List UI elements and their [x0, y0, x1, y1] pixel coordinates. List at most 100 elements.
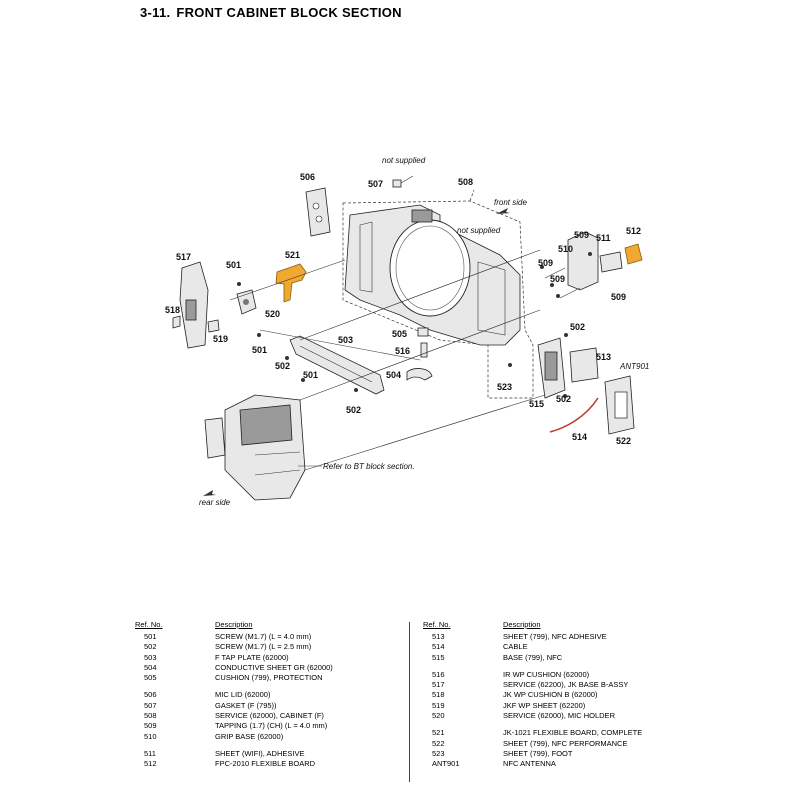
callout-523: 523 — [497, 382, 512, 392]
gasket-part — [392, 175, 414, 188]
callout-519: 519 — [213, 334, 228, 344]
desc-header-left: Description — [215, 620, 253, 629]
callout-515: 515 — [529, 399, 544, 409]
fpc-2010-board — [624, 243, 643, 265]
nfc-cable — [549, 397, 599, 433]
parts-description: NFC ANTENNA — [503, 759, 556, 769]
callout-513: 513 — [596, 352, 611, 362]
ref-header-right: Ref. No. — [423, 620, 451, 629]
callout-505: 505 — [392, 329, 407, 339]
parts-table-left: Ref. No. Description 501 SCREW (M1.7) (L … — [135, 620, 333, 770]
parts-row: 501 SCREW (M1.7) (L = 4.0 mm) — [135, 632, 333, 642]
parts-ref-no: 516 — [432, 669, 445, 679]
jk-wp-cushion — [172, 315, 181, 329]
callout-512: 512 — [626, 226, 641, 236]
note-rear-side: rear side — [199, 498, 231, 507]
parts-description: BASE (799), NFC — [503, 652, 563, 662]
parts-ref-no: 512 — [144, 759, 157, 769]
jkf-wp-sheet — [207, 319, 220, 333]
ref-header-left: Ref. No. — [135, 620, 163, 629]
parts-description: IR WP CUSHION (62000) — [503, 669, 590, 679]
parts-table-right: Ref. No. Description 513 SHEET (799), NFC… — [423, 620, 642, 770]
table-divider — [409, 622, 410, 782]
callout-506: 506 — [300, 172, 315, 182]
parts-ref-no: 514 — [432, 642, 445, 652]
parts-ref-no: 517 — [432, 680, 445, 690]
parts-row: 506 MIC LID (62000) — [135, 690, 333, 700]
front-side-arrow-icon — [496, 208, 510, 214]
callout-501a: 501 — [226, 260, 241, 270]
section-title: 3-11. FRONT CABINET BLOCK SECTION — [140, 5, 402, 20]
cushion-protection — [417, 327, 429, 337]
parts-ref-no: 509 — [144, 721, 157, 731]
rear-side-arrow-icon — [203, 490, 216, 496]
note-not-supplied-mid: not supplied — [457, 226, 501, 235]
parts-ref-no: 518 — [432, 690, 445, 700]
parts-description: SCREW (M1.7) (L = 4.0 mm) — [215, 632, 312, 641]
parts-ref-no: 503 — [144, 652, 157, 662]
parts-description: GASKET (F (795)) — [215, 700, 277, 710]
callout-516: 516 — [395, 346, 410, 356]
conductive-sheet — [406, 368, 433, 381]
parts-ref-no: 519 — [432, 700, 445, 710]
parts-ref-no: 515 — [432, 652, 445, 662]
flexible-board-jk1021 — [275, 263, 307, 303]
callout-502c: 502 — [570, 322, 585, 332]
parts-description: SERVICE (62000), MIC HOLDER — [503, 711, 615, 721]
parts-description: F TAP PLATE (62000) — [215, 652, 289, 662]
callout-503: 503 — [338, 335, 353, 345]
callout-522: 522 — [616, 436, 631, 446]
parts-description: CUSHION (799), PROTECTION — [215, 673, 323, 683]
mic-holder-part — [236, 289, 257, 315]
screws — [237, 252, 592, 398]
parts-row: 515 BASE (799), NFC — [423, 653, 642, 663]
parts-ref-no: 522 — [432, 738, 445, 748]
callout-502d: 502 — [556, 394, 571, 404]
parts-ref-no: 513 — [432, 632, 445, 641]
parts-row: 509 TAPPING (1.7) (CH) (L = 4.0 mm) — [135, 721, 333, 731]
parts-row: 513 SHEET (799), NFC ADHESIVE — [423, 632, 642, 642]
parts-description: GRIP BASE (62000) — [215, 731, 284, 741]
parts-row: 519 JKF WP SHEET (62200) — [423, 701, 642, 711]
callout-514: 514 — [572, 432, 587, 442]
note-front-side: front side — [494, 198, 527, 207]
parts-description: SERVICE (62200), JK BASE B-ASSY — [503, 680, 629, 690]
mic-lid-part — [305, 187, 331, 237]
parts-row: 510 GRIP BASE (62000) — [135, 732, 333, 742]
parts-ref-no: 504 — [144, 662, 157, 672]
nfc-base-part — [537, 337, 635, 435]
parts-description: MIC LID (62000) — [215, 690, 271, 700]
parts-row: 516 IR WP CUSHION (62000) — [423, 670, 642, 680]
parts-description: SHEET (799), NFC ADHESIVE — [503, 632, 607, 641]
parts-description: FPC-2010 FLEXIBLE BOARD — [215, 759, 316, 769]
f-tap-plate — [289, 335, 385, 395]
parts-description: TAPPING (1.7) (CH) (L = 4.0 mm) — [215, 721, 328, 731]
jk-base-part — [179, 261, 209, 349]
parts-description: CABLE — [503, 642, 528, 652]
callout-501c: 501 — [303, 370, 318, 380]
grip-base-part — [567, 231, 643, 291]
section-number: 3-11. — [140, 5, 171, 20]
parts-description: SHEET (799), FOOT — [503, 748, 573, 758]
desc-header-right: Description — [503, 620, 541, 629]
callout-501b: 501 — [252, 345, 267, 355]
nfc-adhesive-sheet — [569, 347, 599, 383]
parts-ref-no: 507 — [144, 700, 157, 710]
parts-description: JKF WP SHEET (62200) — [503, 700, 586, 710]
parts-row: 514 CABLE — [423, 642, 642, 652]
callout-507: 507 — [368, 179, 383, 189]
callout-504: 504 — [386, 370, 401, 380]
parts-ref-no: 506 — [144, 690, 157, 700]
callout-502a: 502 — [275, 361, 290, 371]
callout-502b: 502 — [346, 405, 361, 415]
parts-ref-no: 501 — [144, 632, 157, 641]
callout-ant901: ANT901 — [619, 362, 649, 371]
parts-ref-no: 510 — [144, 731, 157, 741]
